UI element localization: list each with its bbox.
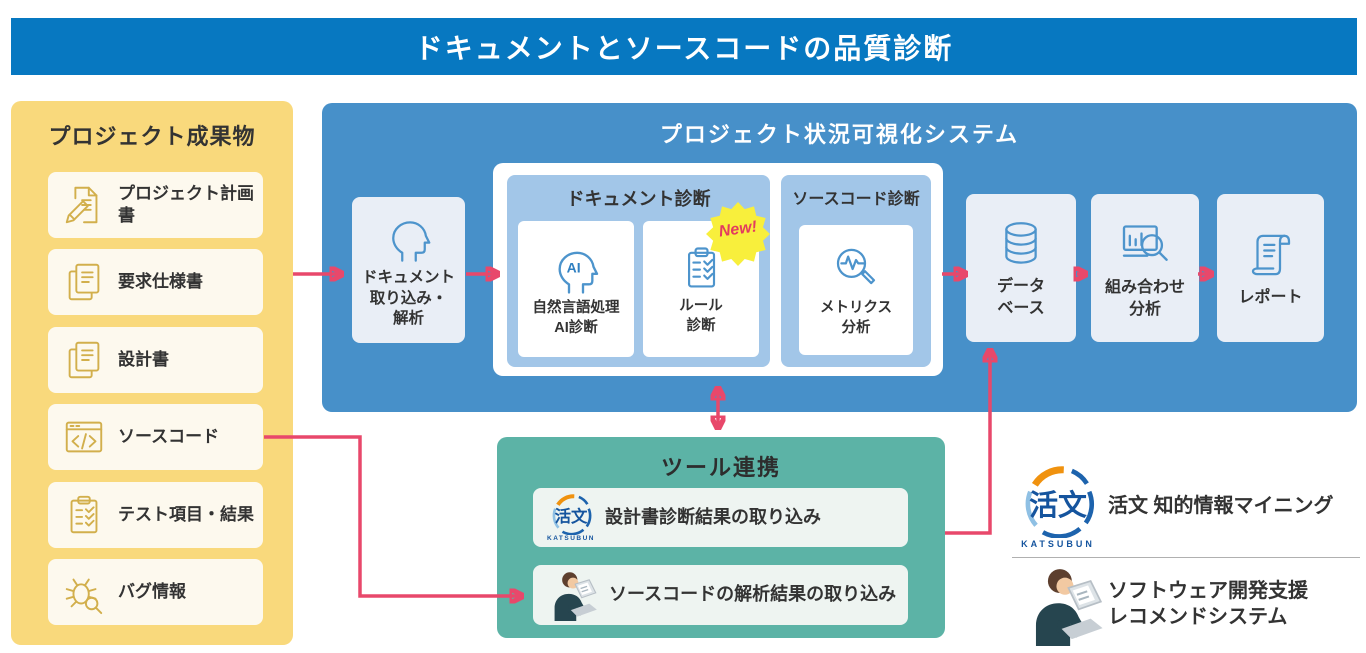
diagnosis-container: ドキュメント診断 AI 自然言語処理 AI診断 ルール 診断 New! <box>493 163 943 376</box>
artifact-label: ソースコード <box>118 426 220 446</box>
legend-katsubun-mining: 活文 知的情報マイニング <box>1108 468 1363 544</box>
documents-icon <box>68 341 100 379</box>
artifact-label: バグ情報 <box>118 581 186 601</box>
person-laptop-icon <box>553 571 598 621</box>
legend-label: ソフトウェア開発支援 レコメンドシステム <box>1108 579 1308 628</box>
tool-row-label: ソースコードの解析結果の取り込み <box>609 584 897 605</box>
svg-text:活文: 活文 <box>1029 489 1087 522</box>
database-box: データ ベース <box>966 194 1076 342</box>
system-panel-title: プロジェクト状況可視化システム <box>659 122 1020 147</box>
document-diagnosis-panel: ドキュメント診断 AI 自然言語処理 AI診断 ルール 診断 <box>507 175 770 367</box>
legend-divider <box>1012 557 1360 558</box>
documents-icon <box>68 263 100 301</box>
katsubun-logo: 活文 KATSUBUN <box>1012 464 1104 554</box>
legend-recommend-system: ソフトウェア開発支援 レコメンドシステム <box>1108 566 1363 642</box>
artifact-requirements: 要求仕様書 <box>48 249 263 315</box>
artifacts-panel-title: プロジェクト成果物 <box>48 124 256 149</box>
ai-head-icon: AI <box>558 252 599 295</box>
artifact-label: プロジェクト計画書 <box>118 183 254 225</box>
katsubun-romaji: KATSUBUN <box>547 534 595 542</box>
person-laptop-icon <box>1024 564 1106 646</box>
artifact-source-code: ソースコード <box>48 404 263 470</box>
clipboard-check-icon <box>70 495 98 534</box>
document-pencil-icon <box>65 186 98 224</box>
report-label: レポート <box>1238 288 1303 306</box>
artifact-label: テスト項目・結果 <box>118 504 254 524</box>
nlp-ai-diagnosis-box: AI 自然言語処理 AI診断 <box>518 221 634 357</box>
artifact-project-plan: プロジェクト計画書 <box>48 172 263 238</box>
katsubun-logo: 活文 KATSUBUN <box>547 493 595 543</box>
report-scroll-icon <box>1251 234 1290 276</box>
title-bar: ドキュメントとソースコードの品質診断 <box>11 18 1357 75</box>
arrow-sourcecode-to-tools <box>264 435 522 596</box>
artifact-label: 要求仕様書 <box>118 271 203 291</box>
report-box: レポート <box>1217 194 1324 342</box>
svg-text:AI: AI <box>567 260 581 276</box>
tools-panel-title: ツール連携 <box>660 455 781 480</box>
metrics-analysis-box: メトリクス 分析 <box>799 225 913 355</box>
rule-box-label: ルール 診断 <box>679 298 723 334</box>
document-diagnosis-title: ドキュメント診断 <box>566 189 711 209</box>
metrics-box-label: メトリクス 分析 <box>819 300 893 336</box>
chart-magnifier-icon <box>1122 225 1168 262</box>
code-window-icon <box>65 421 103 453</box>
tool-row-source-import: ソースコードの解析結果の取り込み <box>533 565 908 625</box>
visualization-system-panel: プロジェクト状況可視化システム ドキュメント 取り込み・ 解析 ドキュメント診断… <box>322 103 1357 412</box>
legend-label: 活文 知的情報マイニング <box>1108 494 1334 517</box>
document-intake-box: ドキュメント 取り込み・ 解析 <box>352 197 465 343</box>
artifact-bug-info: バグ情報 <box>48 559 263 625</box>
katsubun-logo-icon: 活文 <box>552 494 592 535</box>
page-title: ドキュメントとソースコードの品質診断 <box>414 32 954 64</box>
source-code-diagnosis-panel: ソースコード診断 メトリクス 分析 <box>781 175 931 367</box>
nlp-box-label: 自然言語処理 AI診断 <box>532 300 620 336</box>
metrics-magnifier-icon <box>836 249 876 285</box>
katsubun-logo-icon: 活文 <box>1025 466 1095 538</box>
tool-row-label: 設計書診断結果の取り込み <box>605 506 821 527</box>
head-profile-icon <box>391 221 430 263</box>
artifact-design-doc: 設計書 <box>48 327 263 393</box>
tool-row-design-import: 活文 KATSUBUN 設計書診断結果の取り込み <box>533 488 908 547</box>
artifact-label: 設計書 <box>118 349 169 369</box>
new-badge: New! <box>705 201 771 267</box>
project-artifacts-panel: プロジェクト成果物 プロジェクト計画書 要求仕様書 設計書 ソースコード テスト… <box>11 101 293 645</box>
intake-label: ドキュメント 取り込み・ 解析 <box>361 269 455 328</box>
source-diagnosis-title: ソースコード診断 <box>792 191 920 208</box>
bug-search-icon <box>65 578 103 615</box>
combination-label: 組み合わせ 分析 <box>1104 279 1185 318</box>
tool-integration-panel: ツール連携 活文 KATSUBUN 設計書診断結果の取り込み ソースコードの解析… <box>497 437 945 638</box>
combination-analysis-box: 組み合わせ 分析 <box>1091 194 1199 342</box>
database-label: データ ベース <box>996 278 1045 317</box>
database-icon <box>1005 222 1037 265</box>
katsubun-romaji: KATSUBUN <box>1021 539 1095 549</box>
svg-text:活文: 活文 <box>555 507 588 526</box>
artifact-test-items: テスト項目・結果 <box>48 482 263 548</box>
